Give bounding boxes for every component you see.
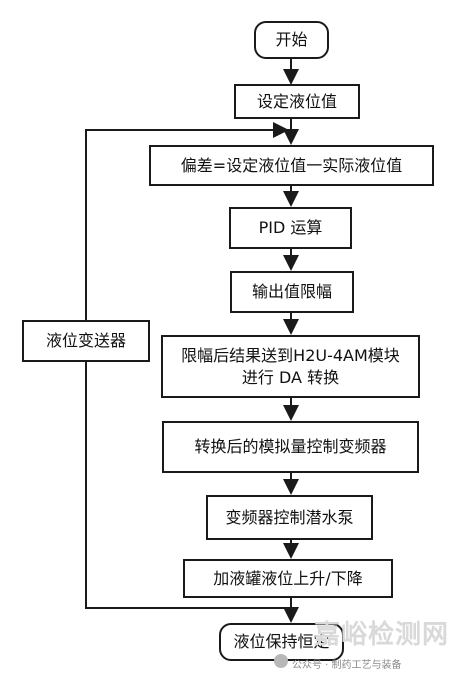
- start-label: 开始: [275, 30, 308, 49]
- pid-node: PID 运算: [229, 207, 352, 249]
- start-node: 开始: [254, 21, 329, 59]
- tank-level-node: 加液罐液位上升/下降: [183, 559, 393, 598]
- deviation-node: 偏差=设定液位值一实际液位值: [149, 145, 434, 186]
- transmitter-node: 液位变送器: [22, 320, 150, 362]
- vfd-pump-node: 变频器控制潜水泵: [206, 495, 373, 540]
- pid-label: PID 运算: [258, 218, 323, 237]
- vfd-pump-label: 变频器控制潜水泵: [225, 507, 354, 527]
- limit-output-label: 输出值限幅: [251, 282, 332, 301]
- wechat-icon: [274, 654, 288, 668]
- deviation-label: 偏差=设定液位值一实际液位值: [180, 155, 403, 175]
- send-label-line1: 限幅后结果送到H2U-4AM模块: [181, 345, 400, 365]
- limit-output-node: 输出值限幅: [230, 271, 354, 313]
- analog-control-label: 转换后的模拟量控制变频器: [194, 437, 387, 456]
- feedback-arrow-to-deviation: [85, 122, 289, 320]
- feedback-line-to-transmitter: [85, 362, 291, 609]
- set-level-label: 设定液位值: [256, 91, 337, 111]
- watermark-account: 公众号 · 制药工艺与装备: [292, 660, 402, 671]
- watermark-site: 嘉峪检测网: [314, 620, 450, 650]
- tank-level-label: 加液罐液位上升/下降: [213, 568, 363, 588]
- send-to-module-node: 限幅后结果送到H2U-4AM模块 进行 DA 转换: [161, 335, 420, 398]
- keep-constant-label: 液位保持恒定: [233, 632, 330, 651]
- send-label-line2: 进行 DA 转换: [241, 367, 340, 387]
- transmitter-label: 液位变送器: [45, 331, 126, 350]
- analog-control-node: 转换后的模拟量控制变频器: [162, 421, 419, 473]
- set-level-node: 设定液位值: [234, 84, 360, 119]
